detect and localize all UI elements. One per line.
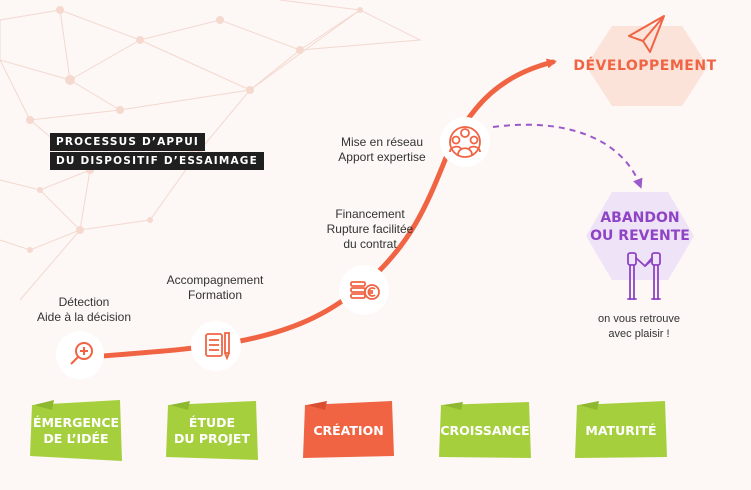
people-network-icon [449,126,481,158]
phase-emergence: ÉMERGENCE DE L’IDÉE [30,404,122,458]
coins-euro-icon [350,281,380,300]
step-label-financement: Financement Rupture facilitée du contrat [310,207,430,252]
title-line-2: DU DISPOSITIF D’ESSAIMAGE [50,152,264,170]
phase-maturite: MATURITÉ [575,404,667,458]
phase-etude: ÉTUDE DU PROJET [166,404,258,458]
abandon-note: on vous retrouve avec plaisir ! [584,312,694,342]
phase-line: MATURITÉ [585,423,657,438]
abandon-line: ABANDON [600,210,680,226]
step-line: Détection [58,295,110,309]
phase-badge-shapes [30,400,667,461]
development-hexagon [586,26,708,106]
step-line: Formation [187,288,243,302]
phase-line: ÉMERGENCE [32,415,120,430]
step-line: Financement [335,207,405,221]
magnifier-plus-icon [70,342,93,365]
step-line: Rupture facilitée [326,222,414,236]
phase-line: CROISSANCE [440,423,530,438]
note-line: on vous retrouve [598,313,680,325]
phase-line: DE L’IDÉE [43,431,109,446]
phase-creation: CRÉATION [303,404,394,458]
step-label-reseau: Mise en réseau Apport expertise [322,135,442,165]
paper-plane-icon [628,15,665,53]
handshake-icon [627,252,661,300]
abandon-line: OU REVENTE [590,228,690,244]
phase-line: ÉTUDE [188,415,236,430]
notebook-pen-icon [205,332,230,361]
abandon-title: ABANDON OU REVENTE [590,209,690,245]
step-circle-accompagnement [191,321,241,371]
diagram-title: PROCESSUS D’APPUI DU DISPOSITIF D’ESSAIM… [50,133,264,171]
step-label-detection: Détection Aide à la décision [24,295,144,325]
step-label-accompagnement: Accompagnement Formation [155,273,275,303]
phase-croissance: CROISSANCE [439,404,531,458]
step-circle-reseau [440,117,490,167]
development-title: DÉVELOPPEMENT [573,58,717,74]
step-line: Accompagnement [166,273,264,287]
step-line: Mise en réseau [340,135,424,149]
note-line: avec plaisir ! [608,328,670,340]
abandon-hexagon [586,192,694,280]
step-circle-detection [56,331,104,379]
phase-line: CRÉATION [313,423,384,438]
step-circle-financement [339,265,389,315]
step-line: Apport expertise [338,150,426,164]
step-line: Aide à la décision [36,310,132,324]
phase-line: DU PROJET [173,431,250,446]
step-line: du contrat [343,237,397,251]
title-line-1: PROCESSUS D’APPUI [50,133,206,151]
abandon-arrow [492,123,643,189]
